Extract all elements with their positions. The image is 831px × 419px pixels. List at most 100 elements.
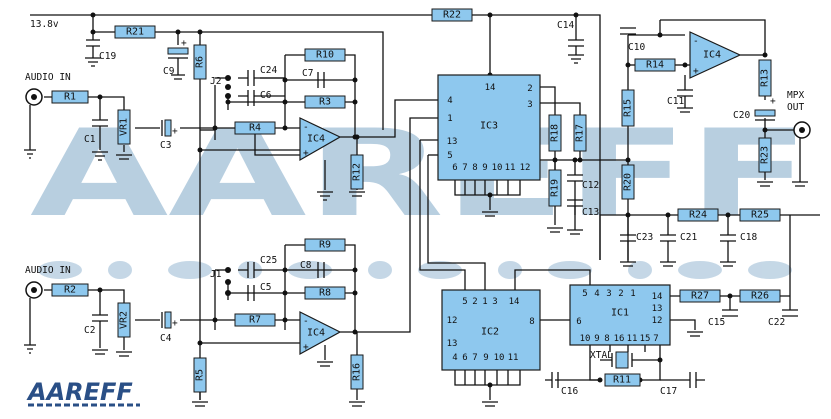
svg-text:R19: R19	[550, 179, 561, 197]
svg-text:R24: R24	[689, 210, 707, 221]
capacitor-c9: +C9	[163, 38, 189, 77]
svg-text:R21: R21	[126, 27, 144, 38]
chip-ic2: IC2 5 2 1 3 14 12 13 8 4 6 7 9 10 11	[441, 289, 541, 371]
svg-text:C5: C5	[260, 282, 271, 293]
svg-text:R9: R9	[319, 240, 331, 251]
capacitor-c2: C2	[84, 314, 108, 348]
resistor-r1: R1	[51, 90, 89, 104]
resistor-r25: R25	[739, 208, 781, 222]
svg-text:6: 6	[462, 353, 467, 363]
svg-text:C7: C7	[302, 68, 313, 79]
svg-text:16: 16	[614, 334, 625, 344]
svg-text:C6: C6	[260, 90, 272, 101]
svg-text:AUDIO IN: AUDIO IN	[25, 72, 71, 83]
svg-text:4: 4	[447, 96, 452, 106]
svg-text:OUT: OUT	[787, 102, 804, 113]
svg-text:R10: R10	[316, 50, 334, 61]
capacitor-c22: C22	[768, 309, 798, 328]
svg-text:11: 11	[508, 353, 519, 363]
resistor-r11: R11	[604, 373, 641, 387]
svg-text:R26: R26	[751, 291, 769, 302]
resistor-vr1: VR1	[117, 109, 131, 145]
capacitor-c20: +C20	[733, 96, 776, 121]
svg-text:6: 6	[452, 163, 457, 173]
opamp-top: -+ IC4	[299, 117, 342, 162]
svg-text:+: +	[303, 342, 309, 353]
svg-text:AUDIO IN: AUDIO IN	[25, 265, 71, 276]
resistor-r18: R18	[548, 114, 562, 152]
svg-text:IC4: IC4	[703, 50, 721, 61]
capacitor-c6: C6	[238, 90, 285, 106]
svg-text:14: 14	[509, 297, 520, 307]
capacitor-c13: C13	[567, 199, 599, 230]
svg-text:3: 3	[492, 297, 497, 307]
svg-text:15: 15	[640, 334, 651, 344]
capacitor-c4: +C4	[160, 311, 178, 344]
svg-text:7: 7	[472, 353, 477, 363]
svg-text:C9: C9	[163, 66, 175, 77]
svg-text:7: 7	[462, 163, 467, 173]
svg-text:R13: R13	[760, 69, 771, 87]
svg-text:R4: R4	[249, 123, 261, 134]
svg-text:XTAL: XTAL	[590, 350, 613, 361]
svg-text:-: -	[303, 316, 309, 327]
svg-text:VR1: VR1	[119, 118, 130, 136]
crystal-xtal: XTAL	[590, 350, 633, 369]
svg-text:R15: R15	[623, 99, 634, 117]
resistor-r12: R12	[350, 154, 364, 190]
svg-text:C24: C24	[260, 65, 277, 76]
capacitor-c14: C14	[557, 20, 584, 55]
resistor-r10: R10	[304, 48, 346, 62]
resistors: R21 R22 R10 R3 R4 R1 R9 R8 R7 R2 R14 R24…	[51, 8, 781, 393]
svg-text:C20: C20	[733, 110, 750, 121]
svg-text:C17: C17	[660, 386, 677, 397]
mpx-out-connector: MPX OUT	[787, 90, 811, 182]
ground-symbols	[24, 54, 808, 407]
svg-text:C4: C4	[160, 333, 172, 344]
svg-text:2: 2	[527, 84, 532, 94]
svg-text:9: 9	[482, 163, 487, 173]
resistor-vr2: VR2	[117, 302, 131, 338]
svg-text:R2: R2	[64, 285, 76, 296]
svg-text:14: 14	[485, 83, 496, 93]
svg-text:AAREFF: AAREFF	[26, 378, 133, 406]
resistor-r4: R4	[234, 121, 276, 135]
opamp-bottom: -+ IC4	[299, 311, 342, 356]
resistor-r26: R26	[739, 289, 781, 303]
svg-text:R18: R18	[550, 124, 561, 142]
capacitor-c24: C24	[238, 65, 285, 86]
svg-text:13: 13	[447, 137, 458, 147]
svg-text:C13: C13	[582, 207, 599, 218]
capacitor-c7: C7	[302, 68, 325, 88]
chip-ic3: IC3 4 1 13 5 14 2 3 6 7 8 9 10 11 12	[437, 74, 541, 181]
jumper-j2-label: J2	[210, 76, 221, 87]
svg-text:+: +	[172, 126, 178, 137]
resistor-r8: R8	[304, 286, 346, 300]
svg-text:R5: R5	[195, 369, 206, 381]
svg-text:C16: C16	[561, 386, 578, 397]
svg-text:R27: R27	[691, 291, 709, 302]
svg-text:R11: R11	[613, 375, 631, 386]
capacitor-c21: C21	[660, 232, 697, 262]
svg-text:C19: C19	[99, 51, 116, 62]
svg-text:C12: C12	[582, 180, 599, 191]
capacitor-c16: C16	[545, 372, 578, 397]
svg-text:+: +	[693, 66, 699, 77]
svg-text:13: 13	[447, 339, 458, 349]
svg-text:6: 6	[576, 317, 581, 327]
svg-text:+: +	[172, 318, 178, 329]
resistor-r6-top: R6	[193, 44, 207, 80]
svg-text:14: 14	[652, 292, 663, 302]
audio-in-top-connector: AUDIO IN	[25, 72, 71, 150]
capacitor-c15: C15	[708, 309, 738, 328]
svg-text:1: 1	[630, 289, 635, 299]
capacitor-c3: +C3	[160, 119, 178, 151]
svg-text:2: 2	[472, 297, 477, 307]
supply-voltage-label: 13.8v	[30, 19, 59, 30]
svg-text:R25: R25	[751, 210, 769, 221]
svg-text:C15: C15	[708, 317, 725, 328]
svg-text:R12: R12	[352, 163, 363, 181]
svg-text:1: 1	[482, 297, 487, 307]
